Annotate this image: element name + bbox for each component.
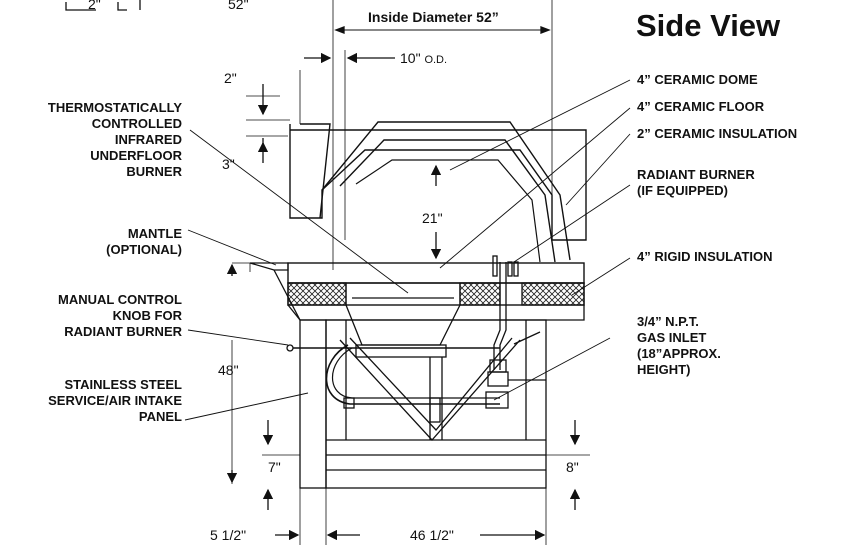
label-radiant-burner: RADIANT BURNER (IF EQUIPPED): [637, 167, 755, 199]
od-unit: O.D.: [424, 54, 448, 66]
knob-line-3: RADIANT BURNER: [64, 324, 182, 339]
dim-7in: 7": [268, 459, 281, 475]
gas-line-3: (18”APPROX.: [637, 346, 721, 361]
panel-line-2: SERVICE/AIR INTAKE: [48, 393, 182, 408]
od-dimension: 10" O.D.: [400, 50, 447, 66]
dim-2in: 2": [224, 70, 237, 86]
top-cut-52in: 52": [228, 0, 249, 12]
burner-line-2: CONTROLLED: [91, 116, 182, 131]
label-underfloor-burner: THERMOSTATICALLY CONTROLLED INFRARED UND…: [48, 100, 182, 180]
top-cut-2in: 2": [88, 0, 101, 12]
label-ceramic-insulation: 2” CERAMIC INSULATION: [637, 126, 798, 141]
od-value: 10": [400, 50, 421, 66]
mantle-line-2: (OPTIONAL): [106, 242, 182, 257]
dim-3in: 3": [222, 156, 235, 172]
gas-line-2: GAS INLET: [637, 330, 707, 345]
knob-line-2: KNOB FOR: [112, 308, 182, 323]
dim-46-half: 46 1/2": [410, 527, 454, 543]
dim-5-half: 5 1/2": [210, 527, 247, 543]
label-ceramic-dome: 4” CERAMIC DOME: [637, 72, 758, 87]
panel-line-3: PANEL: [138, 409, 182, 424]
gas-line-4: HEIGHT): [637, 362, 691, 377]
label-mantle: MANTLE (OPTIONAL): [106, 226, 182, 258]
label-ceramic-floor: 4” CERAMIC FLOOR: [637, 99, 765, 114]
radiant-line-2: (IF EQUIPPED): [637, 183, 729, 198]
dim-8in: 8": [566, 459, 579, 475]
mantle-line-1: MANTLE: [127, 226, 182, 241]
label-service-panel: STAINLESS STEEL SERVICE/AIR INTAKE PANEL: [48, 377, 182, 425]
label-manual-knob: MANUAL CONTROL KNOB FOR RADIANT BURNER: [58, 292, 182, 340]
label-gas-inlet: 3/4” N.P.T. GAS INLET (18”APPROX. HEIGHT…: [637, 314, 721, 378]
burner-line-4: UNDERFLOOR: [90, 148, 182, 163]
panel-line-1: STAINLESS STEEL: [64, 377, 183, 392]
dim-48in: 48": [218, 362, 239, 378]
inside-diameter-label: Inside Diameter 52”: [368, 9, 499, 25]
label-rigid-insulation: 4” RIGID INSULATION: [637, 249, 773, 264]
burner-line-1: THERMOSTATICALLY: [47, 100, 182, 115]
burner-line-3: INFRARED: [114, 132, 182, 147]
knob-line-1: MANUAL CONTROL: [58, 292, 182, 307]
diagram-title: Side View: [636, 8, 781, 43]
gas-line-1: 3/4” N.P.T.: [637, 314, 699, 329]
radiant-line-1: RADIANT BURNER: [637, 167, 755, 182]
burner-line-5: BURNER: [126, 164, 182, 179]
dim-21in: 21": [422, 210, 443, 226]
